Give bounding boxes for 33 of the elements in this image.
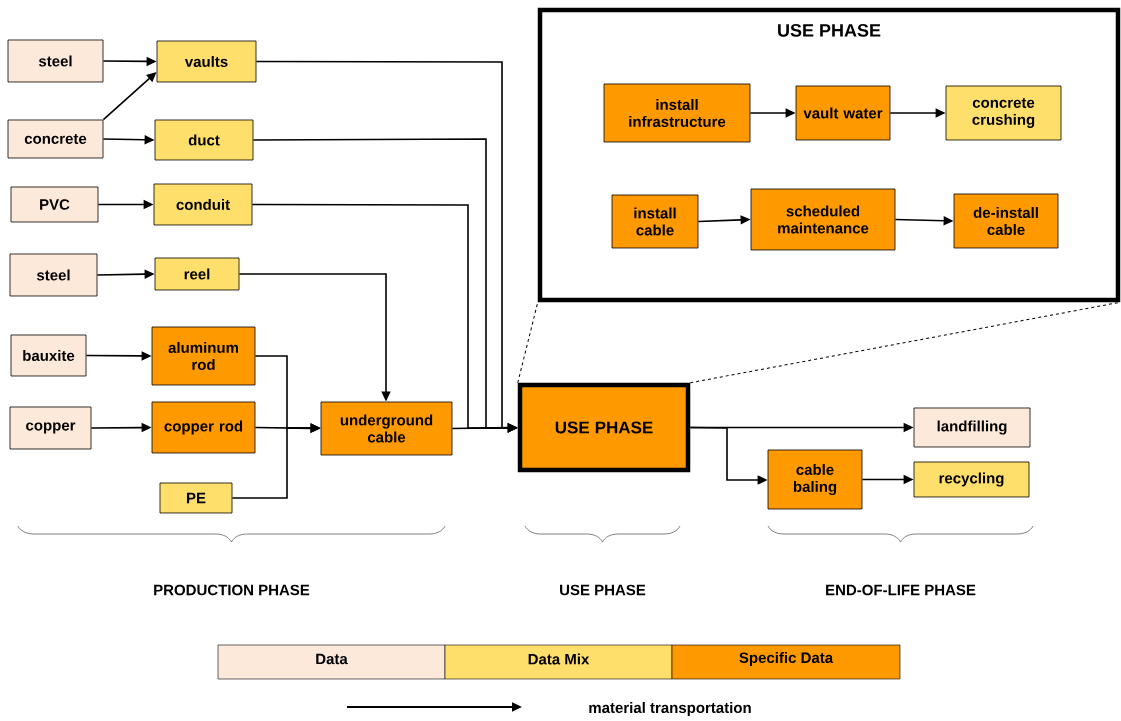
process-box: de-install cable — [953, 193, 1059, 249]
zoom-line — [689, 301, 1121, 384]
process-box: steel — [9, 253, 98, 297]
process-box: underground cable — [320, 401, 453, 456]
process-box: concrete crushing — [945, 85, 1062, 141]
process-box: install cable — [611, 194, 699, 249]
process-box: reel — [154, 257, 240, 291]
process-box: vaults — [156, 40, 257, 83]
process-box: scheduled maintenance — [750, 188, 896, 251]
legend-label: material transportation — [589, 702, 751, 716]
process-box: aluminum rod — [151, 326, 256, 386]
legend-label: Data Mix — [528, 653, 590, 665]
process-box: steel — [7, 39, 104, 83]
phase-label: PRODUCTION PHASE — [154, 584, 310, 596]
process-box: PE — [159, 482, 233, 514]
process-box: vault water — [795, 85, 891, 141]
process-box: copper — [9, 406, 92, 450]
legend-label: Specific Data — [739, 652, 834, 666]
process-box: duct — [154, 119, 254, 161]
legend-label: Data — [316, 653, 348, 665]
process-box: USE PHASE — [517, 382, 691, 473]
process-box: landfilling — [913, 407, 1031, 448]
process-box: conduit — [153, 183, 253, 226]
process-box: cable baling — [767, 449, 863, 510]
zoom-line — [517, 301, 539, 384]
phase-label: USE PHASE — [560, 584, 646, 596]
process-box: bauxite — [10, 334, 87, 377]
process-box: PVC — [10, 186, 99, 223]
process-box: concrete — [7, 119, 104, 159]
process-box: recycling — [913, 461, 1030, 498]
phase-label: END-OF-LIFE PHASE — [826, 584, 976, 596]
process-box: install infrastructure — [603, 83, 751, 143]
process-box: copper rod — [151, 401, 256, 454]
